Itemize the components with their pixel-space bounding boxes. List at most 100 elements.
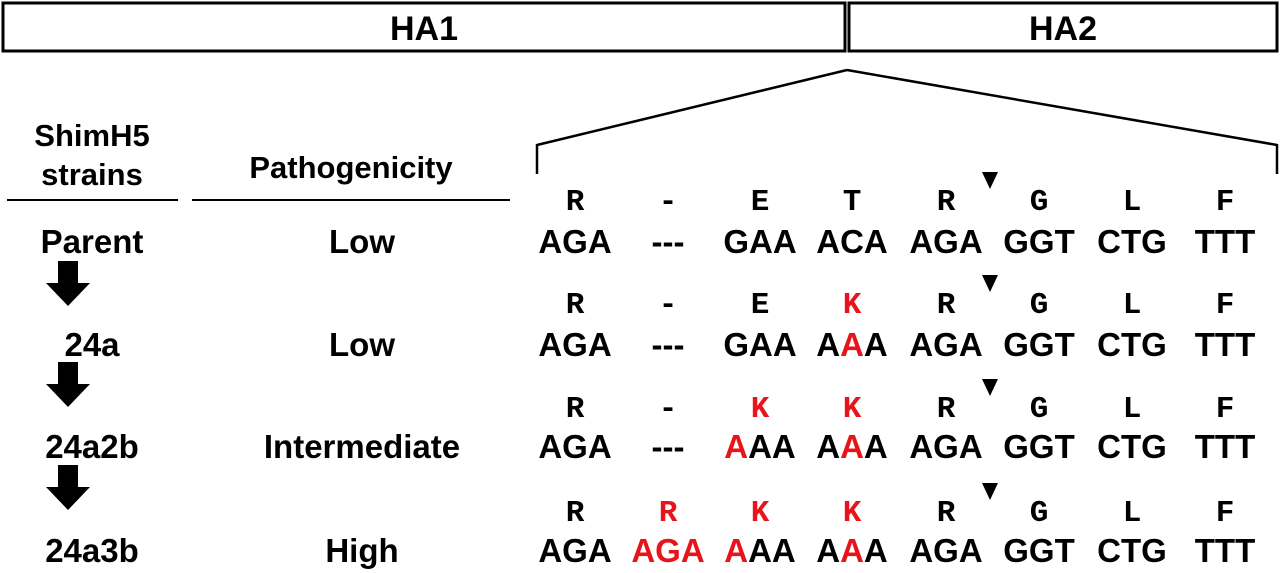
ha2-box <box>847 1 1279 53</box>
codon: --- <box>652 326 685 363</box>
pathogenicity-header: Pathogenicity <box>249 150 453 185</box>
amino-acid: R <box>566 288 585 323</box>
nucleotide: AGA <box>538 223 611 260</box>
mutated-nucleotide: AGA <box>631 532 704 569</box>
amino-acid: K <box>843 496 862 531</box>
codon: CTG <box>1097 532 1167 569</box>
codon: GGT <box>1003 532 1075 569</box>
nucleotide: AGA <box>538 428 611 465</box>
codon: AAA <box>724 428 796 465</box>
column-headers: ShimH5 strains Pathogenicity <box>7 118 510 201</box>
mutated-nucleotide: A <box>724 532 748 569</box>
nucleotide: GGT <box>1003 428 1075 465</box>
strain-name: 24a3b <box>45 532 139 569</box>
codon: AGA <box>909 532 982 569</box>
nucleotide: AGA <box>538 532 611 569</box>
nucleotide: TTT <box>1195 532 1255 569</box>
mutated-nucleotide: A <box>840 428 864 465</box>
nucleotide: GAA <box>723 223 796 260</box>
amino-acid: - <box>659 185 678 220</box>
amino-acid: F <box>1216 392 1235 427</box>
amino-acid: R <box>566 496 585 531</box>
codon: TTT <box>1195 326 1255 363</box>
codon: CTG <box>1097 428 1167 465</box>
nucleotide: GGT <box>1003 326 1075 363</box>
triangle-down-icon <box>982 172 998 189</box>
amino-acid: L <box>1123 496 1142 531</box>
nucleotide: --- <box>652 428 685 465</box>
amino-acid: - <box>659 288 678 323</box>
nucleotide: AGA <box>538 326 611 363</box>
arrow-down-icon <box>46 362 90 407</box>
nucleotide: A <box>864 532 888 569</box>
codon: GGT <box>1003 326 1075 363</box>
amino-acid: G <box>1030 185 1049 220</box>
nucleotide: ACA <box>816 223 888 260</box>
amino-acid: G <box>1030 392 1049 427</box>
codon: AAA <box>816 428 888 465</box>
codon: AGA <box>538 223 611 260</box>
triangle-down-icon <box>982 483 998 500</box>
mutated-nucleotide: A <box>724 428 748 465</box>
amino-acid: - <box>659 392 678 427</box>
arrow-down-icon <box>46 465 90 510</box>
nucleotide: A <box>816 326 840 363</box>
nucleotide: --- <box>652 223 685 260</box>
nucleotide: A <box>864 428 888 465</box>
codon: TTT <box>1195 428 1255 465</box>
codon: AGA <box>631 532 704 569</box>
strains-header-line2: strains <box>41 157 143 192</box>
codon: AGA <box>909 326 982 363</box>
zoom-line-right <box>846 68 1278 147</box>
mutated-nucleotide: A <box>840 326 864 363</box>
lineage-arrows <box>46 261 90 510</box>
strain-name: Parent <box>41 223 144 260</box>
strains-header-line1: ShimH5 <box>34 118 149 153</box>
codon: --- <box>652 428 685 465</box>
amino-acid: K <box>843 392 862 427</box>
amino-acid: R <box>566 185 585 220</box>
nucleotide: CTG <box>1097 223 1167 260</box>
codon: GGT <box>1003 428 1075 465</box>
codon: TTT <box>1195 532 1255 569</box>
nucleotide: A <box>864 326 888 363</box>
nucleotide: CTG <box>1097 428 1167 465</box>
amino-acid: R <box>566 392 585 427</box>
nucleotide: AGA <box>909 326 982 363</box>
amino-acid: T <box>843 185 862 220</box>
codon: AGA <box>909 223 982 260</box>
nucleotide: A <box>816 428 840 465</box>
codon: AAA <box>724 532 796 569</box>
codon: TTT <box>1195 223 1255 260</box>
nucleotide: TTT <box>1195 428 1255 465</box>
nucleotide: A <box>816 532 840 569</box>
pathogenicity-value: Low <box>329 223 395 260</box>
pathogenicity-value: Intermediate <box>264 428 460 465</box>
codon: GAA <box>723 326 796 363</box>
amino-acid: G <box>1030 288 1049 323</box>
codon: AGA <box>538 326 611 363</box>
pathogenicity-value: High <box>325 532 398 569</box>
nucleotide: --- <box>652 326 685 363</box>
nucleotide: CTG <box>1097 532 1167 569</box>
triangle-down-icon <box>982 275 998 292</box>
zoom-line-left <box>536 68 848 147</box>
amino-acid: R <box>659 496 678 531</box>
arrow-down-icon <box>46 261 90 306</box>
codon: --- <box>652 223 685 260</box>
nucleotide: AGA <box>909 223 982 260</box>
nucleotide: TTT <box>1195 223 1255 260</box>
codon: CTG <box>1097 326 1167 363</box>
strain-name: 24a <box>64 326 120 363</box>
amino-acid: F <box>1216 185 1235 220</box>
amino-acid: L <box>1123 392 1142 427</box>
ha-header: HA1 HA2 <box>1 1 1279 53</box>
nucleotide: AGA <box>909 428 982 465</box>
codon: GGT <box>1003 223 1075 260</box>
amino-acid: R <box>937 185 956 220</box>
amino-acid: F <box>1216 496 1235 531</box>
